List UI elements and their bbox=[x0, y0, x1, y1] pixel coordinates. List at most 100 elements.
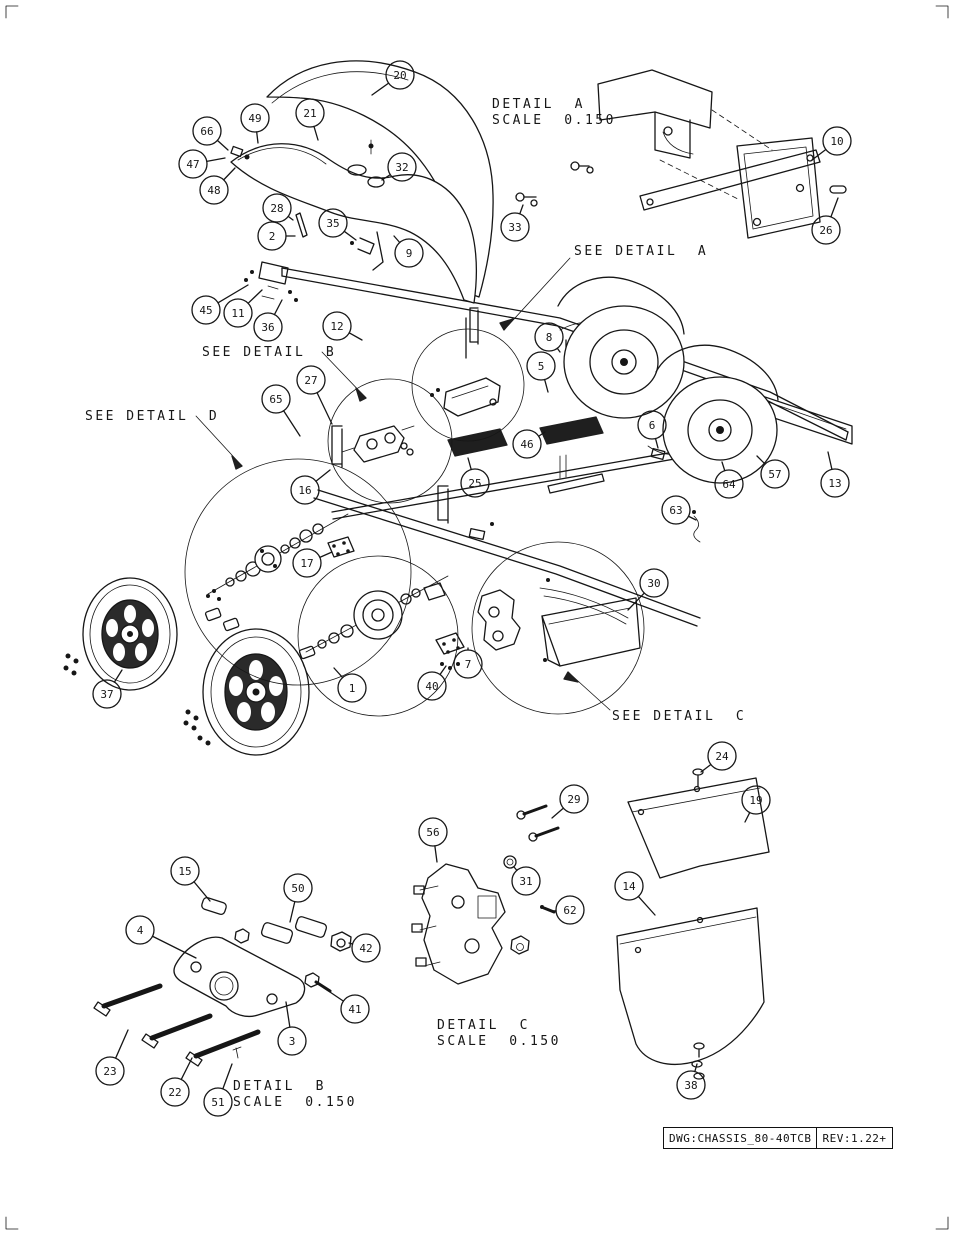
balloon-19: 19 bbox=[741, 785, 771, 815]
svg-text:31: 31 bbox=[519, 875, 532, 888]
detail-a-circle bbox=[411, 328, 525, 442]
detail-d2-circle bbox=[297, 555, 459, 717]
svg-text:11: 11 bbox=[231, 307, 244, 320]
see-detail-c: SEE DETAIL C bbox=[612, 709, 746, 724]
balloon-30: 30 bbox=[639, 568, 669, 598]
brake-drum bbox=[353, 590, 403, 640]
balloon-17: 17 bbox=[292, 548, 322, 578]
balloon-leader-36 bbox=[273, 299, 283, 316]
balloon-leader-38 bbox=[694, 1063, 698, 1073]
balloon-29: 29 bbox=[559, 784, 589, 814]
svg-text:46: 46 bbox=[520, 438, 533, 451]
detail-b-circle bbox=[327, 378, 453, 504]
balloon-57: 57 bbox=[760, 459, 790, 489]
panel-14 bbox=[616, 907, 765, 1065]
detail-leaders bbox=[195, 257, 611, 711]
balloon-leader-64 bbox=[721, 461, 726, 472]
balloon-56: 56 bbox=[418, 817, 448, 847]
svg-text:35: 35 bbox=[326, 217, 339, 230]
balloon-leader-56 bbox=[434, 845, 438, 863]
balloon-64: 64 bbox=[714, 469, 744, 499]
detail-d-circle bbox=[184, 458, 412, 686]
balloon-42: 42 bbox=[351, 933, 381, 963]
balloon-48: 48 bbox=[199, 175, 229, 205]
balloon-9: 9 bbox=[394, 238, 424, 268]
wheel-left-b bbox=[202, 628, 310, 756]
svg-text:20: 20 bbox=[393, 69, 406, 82]
svg-text:63: 63 bbox=[669, 504, 682, 517]
fender-clip bbox=[230, 145, 244, 158]
see-detail-d: SEE DETAIL D bbox=[85, 409, 219, 424]
spacer-50b bbox=[294, 916, 328, 938]
balloon-leader-16 bbox=[315, 469, 331, 482]
svg-text:4: 4 bbox=[137, 924, 144, 937]
bolt-41 bbox=[304, 972, 332, 993]
svg-text:14: 14 bbox=[622, 880, 636, 893]
balloon-leader-19 bbox=[744, 811, 751, 823]
svg-text:24: 24 bbox=[715, 750, 729, 763]
balloon-51: 51 bbox=[203, 1087, 233, 1117]
svg-text:56: 56 bbox=[426, 826, 439, 839]
see-detail-b: SEE DETAIL B bbox=[202, 345, 336, 360]
svg-text:30: 30 bbox=[647, 577, 660, 590]
svg-text:6: 6 bbox=[649, 419, 656, 432]
balloon-24: 24 bbox=[707, 741, 737, 771]
balloon-50: 50 bbox=[283, 873, 313, 903]
svg-text:5: 5 bbox=[538, 360, 545, 373]
nut-42 bbox=[330, 931, 352, 952]
balloon-leader-26 bbox=[830, 197, 839, 218]
equalizer-plate-3 bbox=[173, 936, 306, 1018]
pin-26 bbox=[829, 185, 847, 194]
balloon-14: 14 bbox=[614, 871, 644, 901]
balloon-leader-65 bbox=[282, 410, 301, 437]
balloon-26: 26 bbox=[811, 215, 841, 245]
balloon-leader-14 bbox=[637, 895, 656, 916]
svg-text:3: 3 bbox=[289, 1035, 296, 1048]
balloon-leader-57 bbox=[756, 455, 766, 465]
svg-text:38: 38 bbox=[684, 1079, 697, 1092]
svg-text:41: 41 bbox=[348, 1003, 361, 1016]
svg-text:42: 42 bbox=[359, 942, 372, 955]
balloon-1: 1 bbox=[337, 673, 367, 703]
balloon-leader-4 bbox=[151, 935, 197, 959]
caliper-detail-c bbox=[411, 804, 560, 985]
balloon-15: 15 bbox=[170, 856, 200, 886]
balloon-49: 49 bbox=[240, 103, 270, 133]
flange-plate-17 bbox=[327, 536, 355, 558]
svg-text:7: 7 bbox=[465, 658, 472, 671]
balloon-3: 3 bbox=[277, 1026, 307, 1056]
balloon-leader-25 bbox=[467, 457, 472, 471]
balloon-37: 37 bbox=[92, 679, 122, 709]
balloon-leader-46 bbox=[537, 431, 546, 437]
svg-text:37: 37 bbox=[100, 688, 113, 701]
wheel-hardware-dots bbox=[63, 653, 211, 746]
svg-text:48: 48 bbox=[207, 184, 220, 197]
see-detail-a: SEE DETAIL A bbox=[574, 244, 708, 259]
balloon-28: 28 bbox=[262, 193, 292, 223]
balloon-leader-35 bbox=[343, 230, 357, 241]
svg-text:32: 32 bbox=[395, 161, 408, 174]
svg-text:23: 23 bbox=[103, 1065, 116, 1078]
svg-text:16: 16 bbox=[298, 484, 311, 497]
balloon-23: 23 bbox=[95, 1056, 125, 1086]
revision: REV:1.22+ bbox=[816, 1128, 891, 1148]
svg-text:64: 64 bbox=[722, 478, 736, 491]
balloon-32: 32 bbox=[387, 152, 417, 182]
balloon-leader-12 bbox=[348, 332, 363, 341]
balloon-4: 4 bbox=[125, 915, 155, 945]
balloon-65: 65 bbox=[261, 384, 291, 414]
leaf-spring-30 bbox=[539, 587, 629, 625]
balloon-6: 6 bbox=[637, 410, 667, 440]
balloon-leader-10 bbox=[811, 148, 827, 161]
detail-c-circle bbox=[471, 541, 645, 715]
nut-below-62 bbox=[510, 935, 530, 955]
balloon-leader-30 bbox=[627, 592, 645, 611]
svg-text:57: 57 bbox=[768, 468, 781, 481]
balloon-5: 5 bbox=[526, 351, 556, 381]
